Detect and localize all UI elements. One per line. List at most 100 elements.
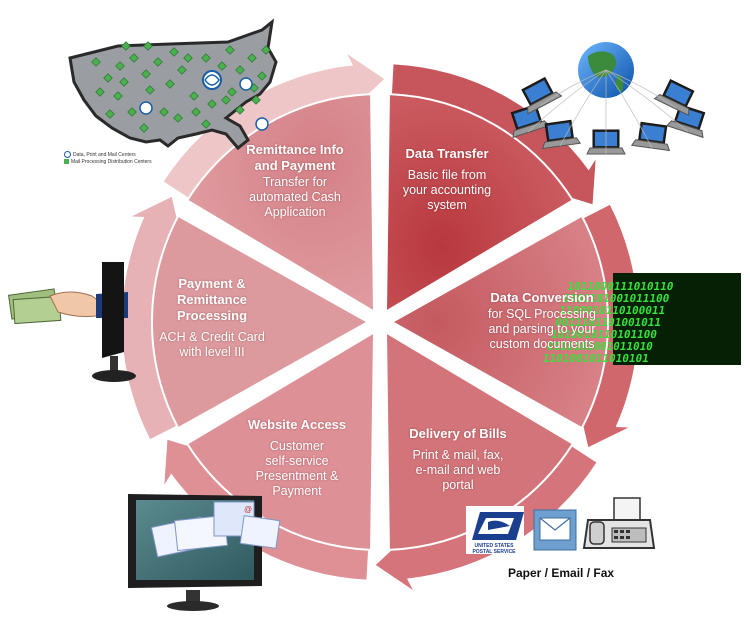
hand-money-monitor-icon: [7, 262, 136, 382]
segment-title: Website Access: [247, 417, 347, 432]
segment-payment-remittance: Payment & Remittance Processing ACH & Cr…: [150, 276, 274, 360]
map-dot: [217, 61, 227, 71]
segment-line: Customer: [269, 439, 325, 453]
map-dot: [235, 65, 245, 75]
svg-text:@: @: [244, 505, 252, 514]
map-dot: [183, 53, 193, 63]
cycle-arrow: [163, 54, 385, 198]
legend-label: Data, Print and Mail Centers: [73, 151, 136, 158]
map-dot: [159, 107, 169, 117]
map-dot: [257, 71, 267, 81]
segment-line: Presentment &: [255, 469, 339, 483]
map-dot: [221, 95, 231, 105]
usps-logo-icon: UNITED STATES POSTAL SERVICE: [466, 506, 524, 555]
segments: [151, 93, 609, 551]
us-map-icon: [68, 18, 278, 151]
delivery-caption: Paper / Email / Fax: [508, 566, 615, 580]
segment-wedge-data-conversion: [389, 214, 609, 430]
map-dot: [225, 45, 235, 55]
segment-title: Data Transfer: [405, 146, 489, 161]
map-dot: [251, 95, 261, 105]
binary-line: 0101101001011100: [562, 292, 670, 305]
svg-text:POSTAL SERVICE: POSTAL SERVICE: [472, 549, 516, 555]
map-dot: [145, 85, 155, 95]
map-dot: [127, 107, 137, 117]
segment-title: Payment & Remittance Processing: [150, 276, 274, 324]
map-dot: [153, 57, 163, 67]
segment-title-line: Remittance: [176, 292, 248, 307]
segment-title: Delivery of Bills: [409, 426, 507, 441]
legend-item: Data, Print and Mail Centers: [64, 151, 152, 158]
binary-line: 1011000111010110: [566, 280, 674, 293]
segment-line: Print & mail, fax,: [412, 448, 504, 462]
map-dot: [143, 41, 153, 51]
segment-wedge-payment-remittance: [151, 214, 371, 430]
map-dot: [207, 99, 217, 109]
legend-item: Mail Processing Distribution Centers: [64, 158, 152, 165]
binary-line: 0110101001011010: [546, 340, 654, 353]
map-legend: Data, Print and Mail Centers Mail Proces…: [64, 151, 152, 165]
envelope-icon: [533, 509, 577, 551]
segment-line: with level III: [179, 345, 245, 359]
segment-website-access: Website Access Customer self-service Pre…: [232, 417, 362, 499]
segment-data-transfer: Data Transfer Basic file from your accou…: [392, 146, 502, 213]
map-dot: [169, 47, 179, 57]
segment-line: automated Cash: [249, 190, 341, 204]
segment-line: Payment: [272, 484, 322, 498]
segment-line: portal: [442, 478, 474, 492]
map-dot: [227, 87, 237, 97]
map-dot: [95, 87, 105, 97]
segment-description: Transfer for automated Cash Application: [232, 175, 358, 220]
data-center-icon: [64, 151, 71, 158]
map-dot: [173, 113, 183, 123]
segment-description: for SQL Processing and parsing to your c…: [472, 307, 612, 352]
map-dot: [201, 53, 211, 63]
svg-text:UNITED STATES: UNITED STATES: [475, 543, 515, 549]
segment-line: your accounting: [402, 183, 492, 197]
segment-line: self-service: [265, 454, 329, 468]
map-dot: [121, 41, 131, 51]
globe-network-icon: [510, 42, 706, 155]
legend-label: Mail Processing Distribution Centers: [71, 158, 152, 165]
map-dot: [105, 109, 115, 119]
segment-line: Application: [264, 205, 326, 219]
map-dot: [261, 45, 271, 55]
segment-title-line: Processing: [176, 308, 248, 323]
segment-line: Transfer for: [262, 175, 328, 189]
segment-line: and parsing to your: [488, 322, 596, 336]
map-dot: [247, 53, 257, 63]
segment-data-conversion: Data Conversion for SQL Processing and p…: [472, 290, 612, 352]
segment-line: custom documents: [489, 337, 595, 351]
map-dot: [177, 65, 187, 75]
segment-title: Remittance Info and Payment: [232, 142, 358, 174]
segment-description: Basic file from your accounting system: [392, 168, 502, 213]
segment-wedge-data-transfer: [384, 93, 575, 314]
map-dot: [141, 69, 151, 79]
map-dot: [189, 91, 199, 101]
map-dot: [235, 105, 245, 115]
segment-line: system: [427, 198, 467, 212]
segment-description: Print & mail, fax, e-mail and web portal: [396, 448, 520, 493]
map-dot: [103, 73, 113, 83]
segment-title-line: Payment &: [178, 276, 246, 291]
binary-line: 1100010110100011: [558, 304, 666, 317]
map-dot: [115, 61, 125, 71]
segment-line: ACH & Credit Card: [159, 330, 265, 344]
segment-remittance-info: Remittance Info and Payment Transfer for…: [232, 142, 358, 220]
map-dot: [91, 57, 101, 67]
map-dot: [139, 123, 149, 133]
fax-machine-icon: [582, 497, 656, 549]
segment-line: Basic file from: [407, 168, 487, 182]
segment-delivery-of-bills: Delivery of Bills Print & mail, fax, e-m…: [396, 426, 520, 493]
distribution-center-icon: [64, 159, 69, 164]
segment-description: Customer self-service Presentment & Paym…: [232, 439, 362, 499]
segment-title: Data Conversion: [490, 290, 594, 305]
cycle-arrow: [164, 439, 369, 580]
map-dot: [129, 53, 139, 63]
binary-line: 1010010110101100: [550, 328, 658, 341]
segment-title-line: and Payment: [254, 158, 336, 173]
map-dot: [113, 91, 123, 101]
binary-line: 0011101101001011: [554, 316, 662, 329]
segment-line: for SQL Processing: [488, 307, 596, 321]
